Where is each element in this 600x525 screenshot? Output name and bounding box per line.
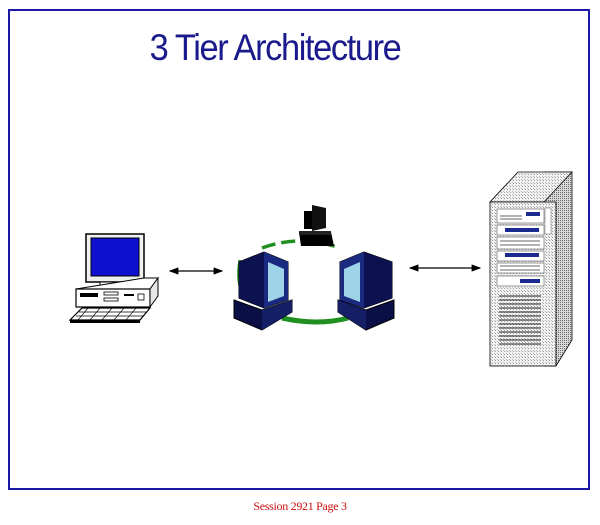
application-server-ring-icon — [233, 205, 395, 331]
terminal-left-icon — [233, 251, 293, 331]
terminal-right-icon — [337, 251, 395, 331]
terminal-top-icon — [299, 205, 334, 246]
client-desktop-icon — [68, 233, 159, 323]
page-footer: Session 2921 Page 3 — [253, 499, 347, 513]
page-title: 3 Tier Architecture — [149, 27, 402, 68]
database-server-tower-icon — [489, 171, 573, 367]
